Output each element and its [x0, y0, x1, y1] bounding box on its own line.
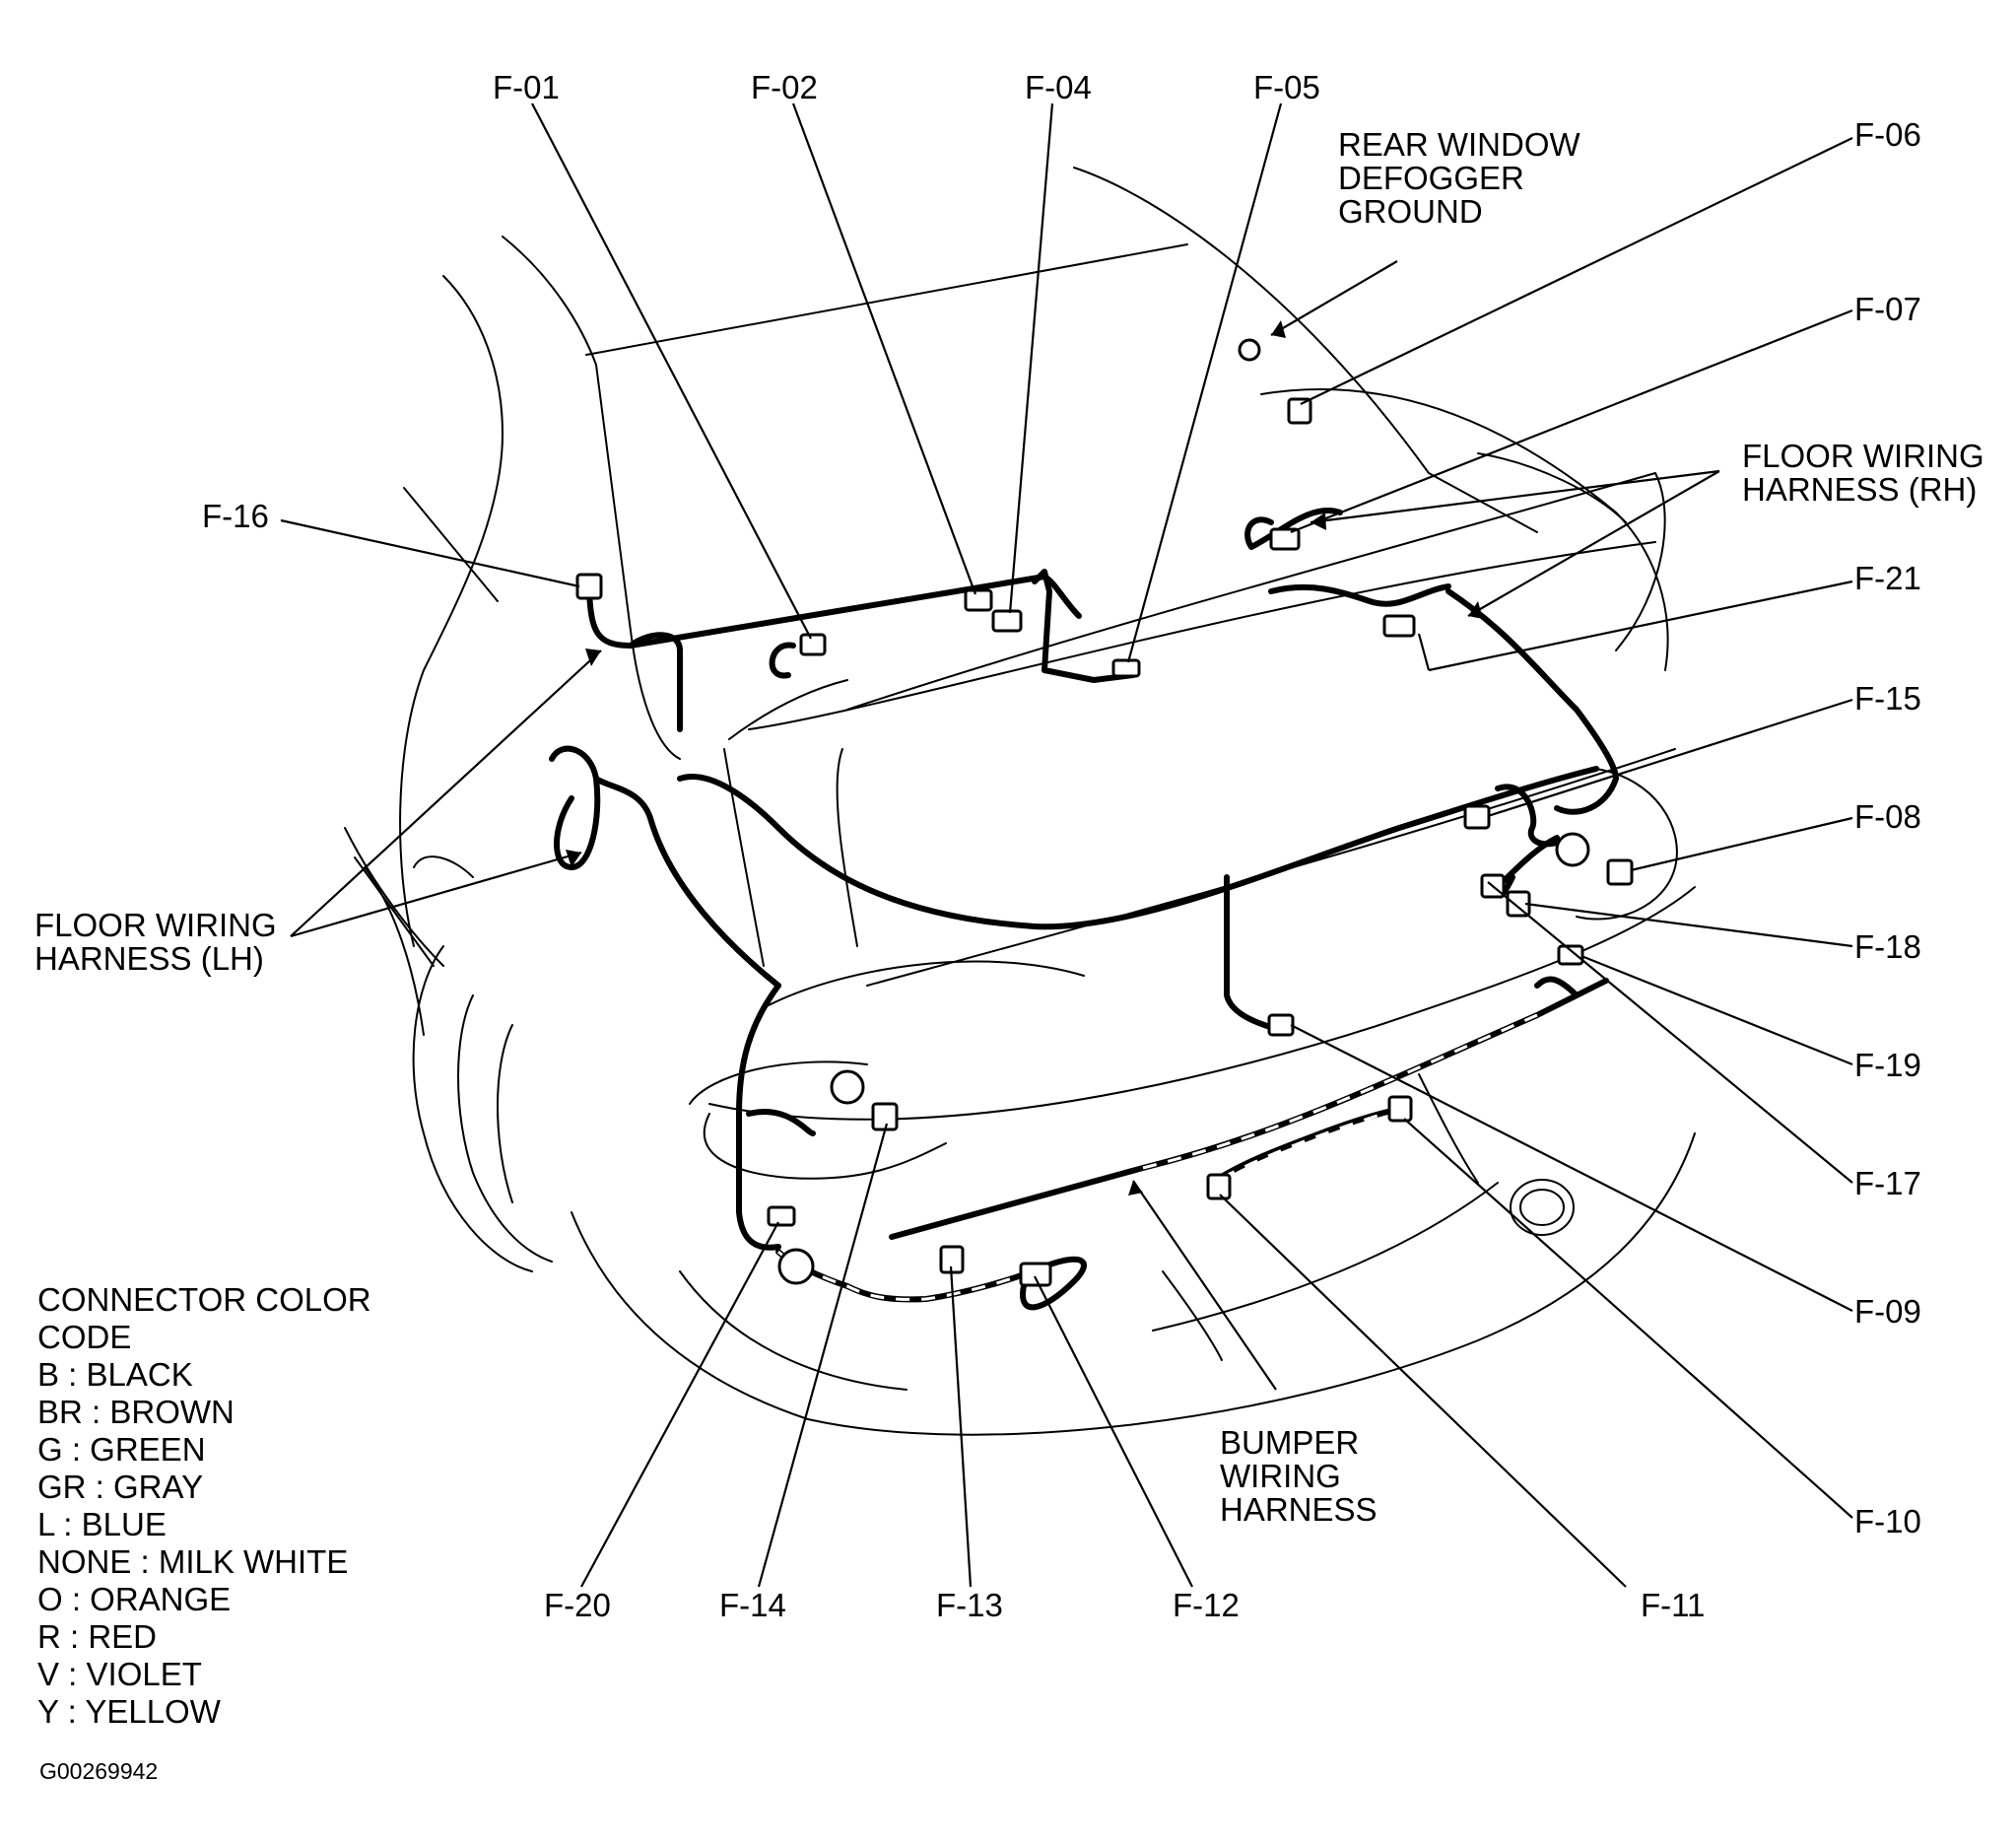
legend-entry: G : GREEN [37, 1431, 206, 1468]
callout-floor-rh: FLOOR WIRING HARNESS (RH) [1742, 438, 1984, 508]
legend-entry: L : BLUE [37, 1506, 167, 1542]
label-f04: F-04 [1025, 69, 1092, 105]
callout-defogger: REAR WINDOW DEFOGGER GROUND [1338, 126, 1581, 230]
color-code-legend: CONNECTOR COLOR CODE B : BLACK BR : BROW… [37, 1281, 371, 1730]
floor-wiring-harness-lh [549, 574, 1047, 1251]
legend-entry: R : RED [37, 1618, 157, 1655]
legend-entry: O : ORANGE [37, 1581, 231, 1617]
label-f09: F-09 [1854, 1293, 1921, 1330]
label-f06: F-06 [1854, 116, 1921, 153]
legend-entry: Y : YELLOW [37, 1693, 222, 1730]
label-f21: F-21 [1854, 560, 1921, 596]
legend-entry: BR : BROWN [37, 1394, 235, 1430]
connector-f07 [1269, 527, 1301, 551]
connector-f02 [964, 588, 993, 612]
label-f20: F-20 [544, 1587, 611, 1623]
callout-bumper-line2: WIRING [1220, 1458, 1341, 1494]
callout-bumper-line1: BUMPER [1220, 1424, 1359, 1461]
connector-f09 [1267, 1013, 1295, 1037]
label-f13: F-13 [936, 1587, 1003, 1623]
label-f05: F-05 [1253, 69, 1320, 105]
connector-bodies [575, 338, 1634, 1287]
label-f01: F-01 [493, 69, 560, 105]
callout-floor-rh-line1: FLOOR WIRING [1742, 438, 1984, 474]
grommet-left-lower [777, 1248, 815, 1285]
connector-f21 [1382, 614, 1416, 638]
connector-f08 [1606, 858, 1634, 886]
connector-f12 [1019, 1262, 1052, 1287]
connector-f10 [1387, 1095, 1413, 1123]
connector-f15 [1463, 804, 1491, 830]
connector-f20 [767, 1205, 796, 1227]
legend-entry: V : VIOLET [37, 1656, 202, 1692]
connector-f19 [1557, 944, 1584, 966]
label-f11: F-11 [1641, 1587, 1705, 1623]
bumper-wiring-harness [775, 976, 1609, 1311]
callout-bumper-line3: HARNESS [1220, 1491, 1378, 1528]
callout-defogger-line1: REAR WINDOW [1338, 126, 1581, 163]
label-f17: F-17 [1854, 1165, 1921, 1201]
label-f07: F-07 [1854, 291, 1921, 327]
callout-floor-lh: FLOOR WIRING HARNESS (LH) [34, 907, 277, 977]
callout-defogger-line3: GROUND [1338, 193, 1483, 230]
image-code: G00269942 [39, 1758, 158, 1784]
connector-f04 [991, 609, 1023, 633]
connector-f14 [871, 1102, 899, 1131]
floor-wiring-harness-rh [677, 508, 1619, 1033]
label-f02: F-02 [751, 69, 818, 105]
grommet-right [1555, 832, 1590, 867]
connector-f06 [1287, 397, 1312, 425]
label-f14: F-14 [719, 1587, 786, 1623]
connector-f16 [575, 573, 603, 600]
callout-floor-lh-line1: FLOOR WIRING [34, 907, 277, 943]
label-f18: F-18 [1854, 928, 1921, 965]
label-f12: F-12 [1173, 1587, 1240, 1623]
label-f10: F-10 [1854, 1503, 1921, 1539]
callout-defogger-line2: DEFOGGER [1338, 160, 1524, 196]
legend-entry: NONE : MILK WHITE [37, 1543, 348, 1580]
legend-entry: GR : GRAY [37, 1469, 203, 1505]
legend-entry: B : BLACK [37, 1356, 193, 1393]
label-f08: F-08 [1854, 798, 1921, 835]
connector-labels: F-01 F-02 F-04 F-05 F-06 F-07 F-16 F-21 … [202, 69, 1921, 1623]
label-f15: F-15 [1854, 680, 1921, 717]
defogger-ground-terminal [1238, 338, 1261, 362]
connector-f05 [1111, 658, 1141, 678]
connector-f11 [1206, 1173, 1232, 1200]
arrowheads [566, 320, 1483, 1196]
callout-floor-rh-line2: HARNESS (RH) [1742, 471, 1977, 508]
legend-title-line2: CODE [37, 1319, 131, 1355]
callout-bumper: BUMPER WIRING HARNESS [1220, 1424, 1378, 1528]
car-body-outline [344, 167, 1696, 1436]
legend-title-line1: CONNECTOR COLOR [37, 1281, 371, 1318]
leader-lines [280, 103, 1853, 1588]
callout-floor-lh-line2: HARNESS (LH) [34, 940, 264, 977]
connector-f01 [799, 633, 827, 656]
label-f16: F-16 [202, 498, 269, 534]
label-f19: F-19 [1854, 1047, 1921, 1083]
grommet-left-upper [830, 1069, 865, 1105]
